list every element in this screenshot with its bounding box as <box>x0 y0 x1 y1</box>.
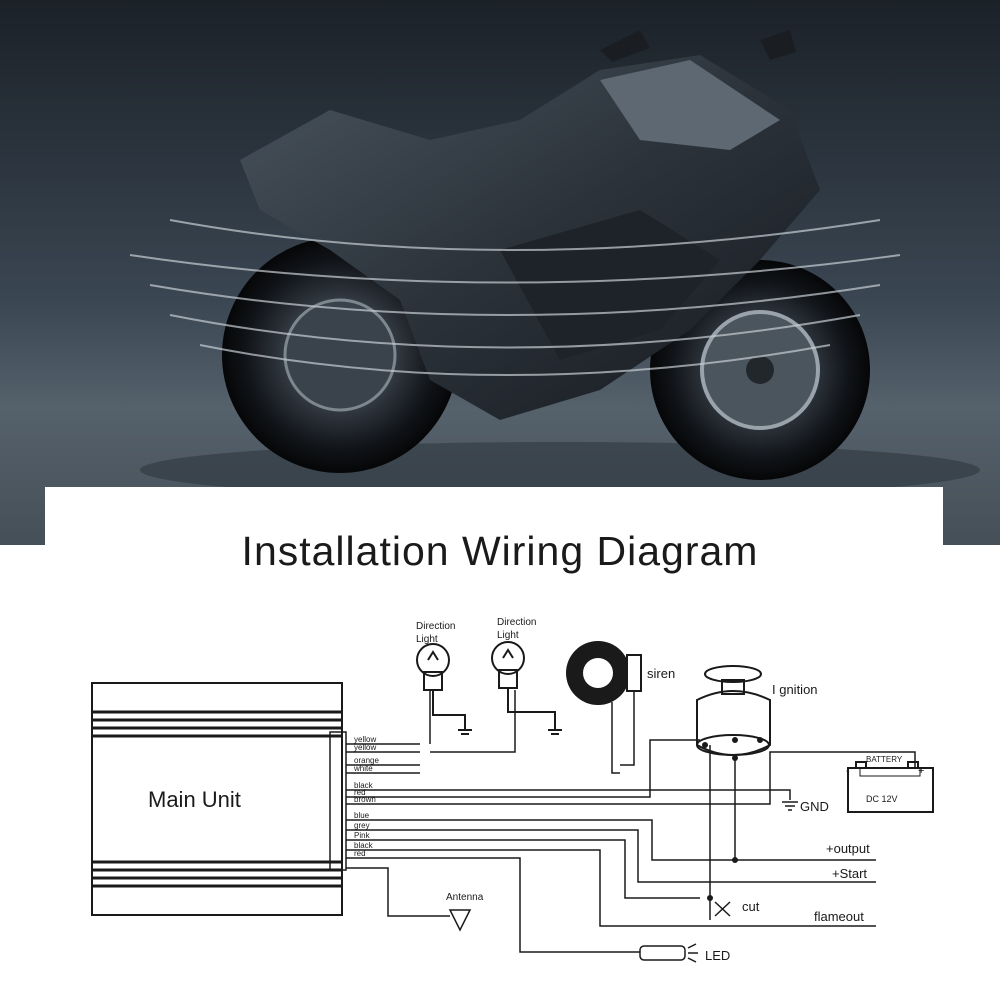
page-title: Installation Wiring Diagram <box>241 528 759 574</box>
motorcycle-body <box>240 55 820 420</box>
motorcycle-hero-image <box>0 0 1000 545</box>
motorcycle-illustration <box>129 30 980 498</box>
